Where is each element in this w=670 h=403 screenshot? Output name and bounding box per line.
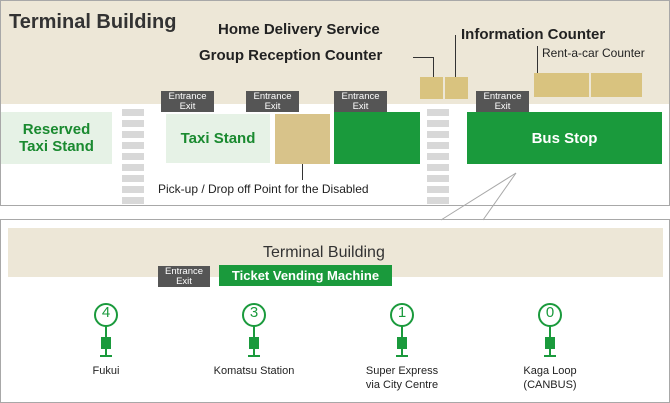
top-terminal-title: Terminal Building (9, 11, 177, 33)
group-reception-counter (420, 77, 443, 99)
exit-label: Exit (352, 101, 369, 112)
green-zone (334, 112, 420, 164)
entrance-exit-1: Entrance Exit (161, 91, 214, 112)
exit-label: Exit (264, 101, 281, 112)
bottom-map: Terminal Building Entrance Exit Ticket V… (0, 219, 670, 403)
crosswalk-right (427, 109, 449, 204)
stop-name-line: Komatsu Station (213, 365, 295, 377)
group-reception-leader-v (433, 57, 434, 77)
stop-name-fukui: Fukui (56, 364, 156, 378)
bus-stop-pole-icon (538, 303, 562, 357)
rent-a-car-label: Rent-a-car Counter (542, 46, 645, 60)
group-reception-label: Group Reception Counter (199, 47, 383, 64)
entrance-label: Entrance (253, 91, 292, 102)
info-counter-leader (455, 35, 456, 77)
entrance-label: Entrance (341, 91, 380, 102)
stop-number: 1 (397, 304, 407, 321)
stop-number: 0 (545, 304, 555, 321)
entrance-label: Entrance (168, 91, 207, 102)
disabled-point-leader (302, 164, 303, 180)
stop-name-line: Fukui (92, 365, 120, 377)
bus-stop-4: 4 (89, 302, 123, 358)
stop-name-line: (CANBUS) (523, 379, 577, 391)
stop-name-super-express: Super Express via City Centre (342, 364, 462, 392)
reserved-taxi-line2: Taxi Stand (19, 138, 94, 155)
information-counter-label: Information Counter (461, 26, 606, 43)
callout-connector (440, 172, 517, 221)
entrance-label: Entrance (164, 266, 204, 277)
stop-name-kaga-loop: Kaga Loop (CANBUS) (490, 364, 610, 392)
bottom-terminal-title: Terminal Building (263, 244, 385, 261)
bus-stop-pole-icon (390, 303, 414, 357)
reserved-taxi-line1: Reserved (22, 121, 91, 138)
entrance-exit-2: Entrance Exit (246, 91, 299, 112)
home-delivery-label: Home Delivery Service (218, 21, 380, 38)
exit-label: Exit (179, 101, 196, 112)
taxi-stand: Taxi Stand (166, 114, 270, 163)
reserved-taxi-stand: Reserved Taxi Stand (1, 112, 112, 164)
rent-a-car-counter-2 (591, 73, 642, 97)
stop-name-komatsu: Komatsu Station (194, 364, 314, 378)
exit-label: Exit (176, 276, 192, 287)
bus-stop-pole-icon (242, 303, 266, 357)
bus-stop-0: 0 (533, 302, 567, 358)
entrance-label: Entrance (483, 91, 522, 102)
ticket-vending-machine: Ticket Vending Machine (219, 265, 392, 286)
bus-stop: Bus Stop (467, 112, 662, 164)
top-map: Terminal Building Home Delivery Service … (0, 0, 670, 206)
bus-stop-1: 1 (385, 302, 419, 358)
stop-number: 4 (101, 304, 111, 321)
bus-stop-pole-icon (94, 303, 118, 357)
bottom-entrance-exit: Entrance Exit (158, 266, 210, 287)
stop-name-line: via City Centre (365, 379, 439, 391)
rent-a-car-leader (537, 46, 538, 73)
bus-stop-3: 3 (237, 302, 271, 358)
disabled-point-label: Pick-up / Drop off Point for the Disable… (158, 182, 369, 196)
crosswalk-left (122, 109, 144, 204)
entrance-exit-4: Entrance Exit (476, 91, 529, 112)
rent-a-car-counter-1 (534, 73, 589, 97)
stop-number: 3 (249, 304, 259, 321)
stop-name-line: Kaga Loop (523, 365, 577, 377)
entrance-exit-3: Entrance Exit (334, 91, 387, 112)
exit-label: Exit (494, 101, 511, 112)
information-counter (445, 77, 468, 99)
group-reception-leader (413, 57, 434, 58)
disabled-pickup-area (275, 114, 330, 164)
stop-name-line: Super Express (365, 365, 439, 377)
